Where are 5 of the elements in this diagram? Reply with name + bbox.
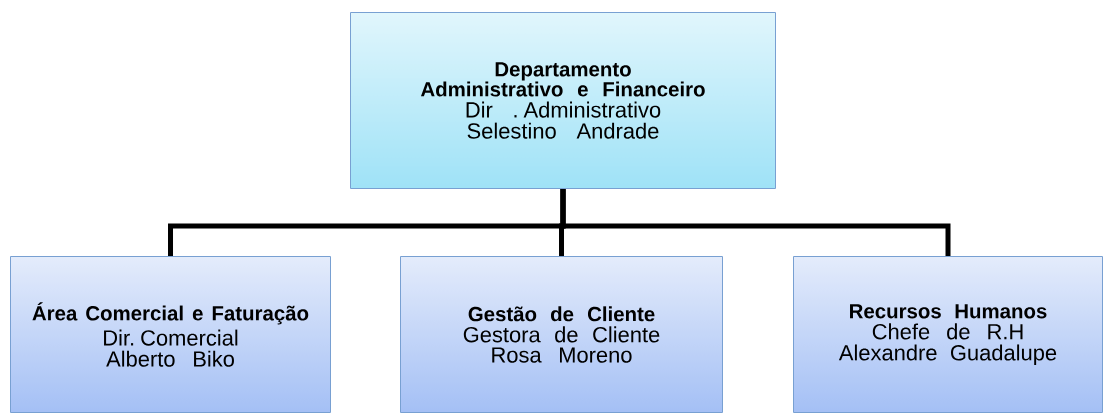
org-box: Departamento Administrativo e Financeiro Dir . Administrativo Selestino Andrade <box>350 12 776 189</box>
org-box: Gestão de Cliente Gestora de Cliente Rosa Moreno <box>400 256 723 413</box>
connector-line <box>560 189 951 256</box>
org-box: Área Comercial e Faturação Dir. Comercial Alberto Biko <box>10 256 331 413</box>
org-box: Recursos Humanos Chefe de R.H Alexandre Guadalupe <box>793 256 1103 413</box>
